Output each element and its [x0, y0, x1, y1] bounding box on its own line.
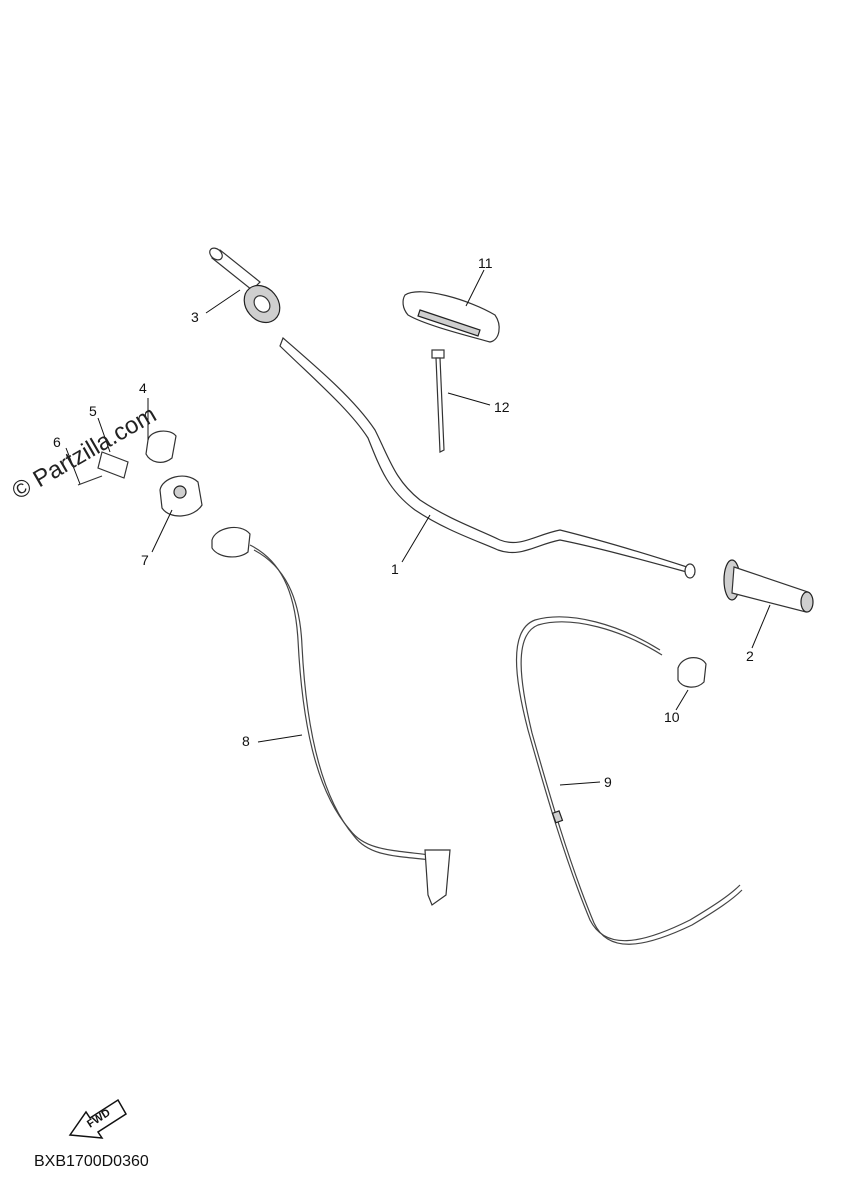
callout-9: 9: [604, 774, 612, 790]
callout-4: 4: [139, 380, 147, 396]
cable-8[interactable]: [211, 526, 451, 906]
screw[interactable]: [77, 475, 103, 486]
bracket[interactable]: [97, 451, 129, 479]
callout-5: 5: [89, 403, 97, 419]
switch-body[interactable]: [159, 475, 203, 517]
diagram-code: BXB1700D0360: [34, 1153, 149, 1170]
callout-6: 6: [53, 434, 61, 450]
callout-7: 7: [141, 552, 149, 568]
callout-12: 12: [494, 399, 510, 415]
callout-1: 1: [391, 561, 399, 577]
callout-8: 8: [242, 733, 250, 749]
callout-3: 3: [191, 309, 199, 325]
cable-9[interactable]: [515, 616, 743, 945]
callout-11: 11: [478, 255, 493, 271]
callout-2: 2: [746, 648, 754, 664]
left-grip[interactable]: [207, 246, 287, 330]
switch-holder[interactable]: [145, 430, 177, 463]
callout-10: 10: [664, 709, 680, 725]
fwd-arrow-icon: FWD: [68, 1098, 128, 1139]
handlebar-clamp-top[interactable]: [402, 291, 500, 343]
handlebar[interactable]: [279, 336, 696, 579]
cable-end-fitting[interactable]: [677, 657, 707, 688]
right-grip[interactable]: [723, 559, 814, 613]
leader-lines: [65, 269, 771, 786]
watermark: © Partzilla.com: [8, 401, 162, 505]
clamp-bolt[interactable]: [431, 349, 445, 453]
